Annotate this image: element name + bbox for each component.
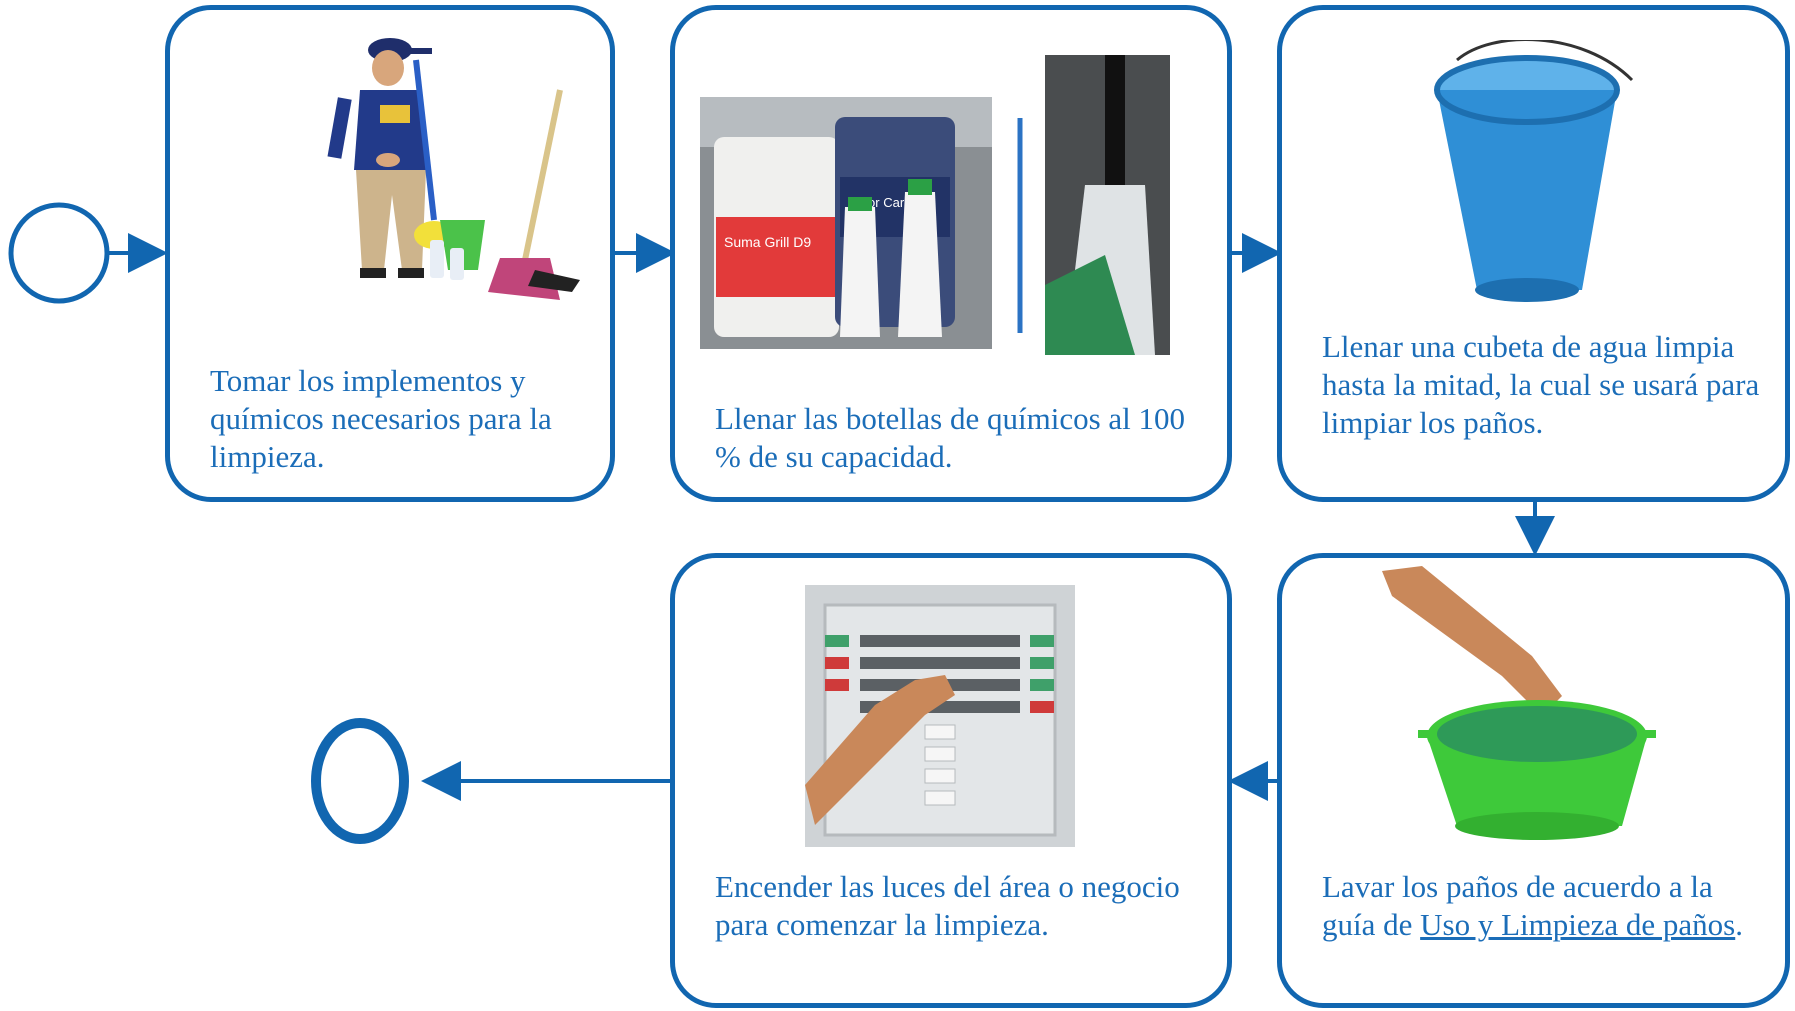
start-event [8,202,110,304]
light-switch-panel-image [805,585,1075,847]
step-1-text: Tomar los implementos y químicos necesar… [210,363,552,474]
step-4-text: Lavar los paños de acuerdo a la guía de … [1322,868,1762,944]
filling-bottle-image [1045,55,1170,355]
blue-bucket-image [1434,40,1634,302]
end-event [311,718,409,844]
janitor-image [327,38,580,300]
bottle-1-label: Suma Grill D9 [724,234,811,250]
washing-cloth-image [1382,566,1656,840]
step-4-text-before: Lavar los paños de acuerdo a la guía de [1322,869,1713,942]
step-5-box: Encender las luces del área o negocio pa… [670,553,1232,1008]
step-2-box: Suma Grill D9 Floor Care Llenar las bote… [670,5,1232,502]
step-3-box: Llenar una cubeta de agua limpia hasta l… [1277,5,1790,502]
step-4-box: Lavar los paños de acuerdo a la guía de … [1277,553,1790,1008]
divider-line [1017,118,1023,333]
step-4-text-after: . [1735,907,1743,942]
step-3-text: Llenar una cubeta de agua limpia hasta l… [1322,329,1760,440]
step-1-box: Tomar los implementos y químicos necesar… [165,5,615,502]
step-2-text: Llenar las botellas de químicos al 100 %… [715,401,1186,474]
uso-limpieza-panos-link[interactable]: Uso y Limpieza de paños [1420,907,1736,942]
step-5-text: Encender las luces del área o negocio pa… [715,869,1180,942]
chemical-bottles-image: Suma Grill D9 Floor Care [700,97,992,349]
